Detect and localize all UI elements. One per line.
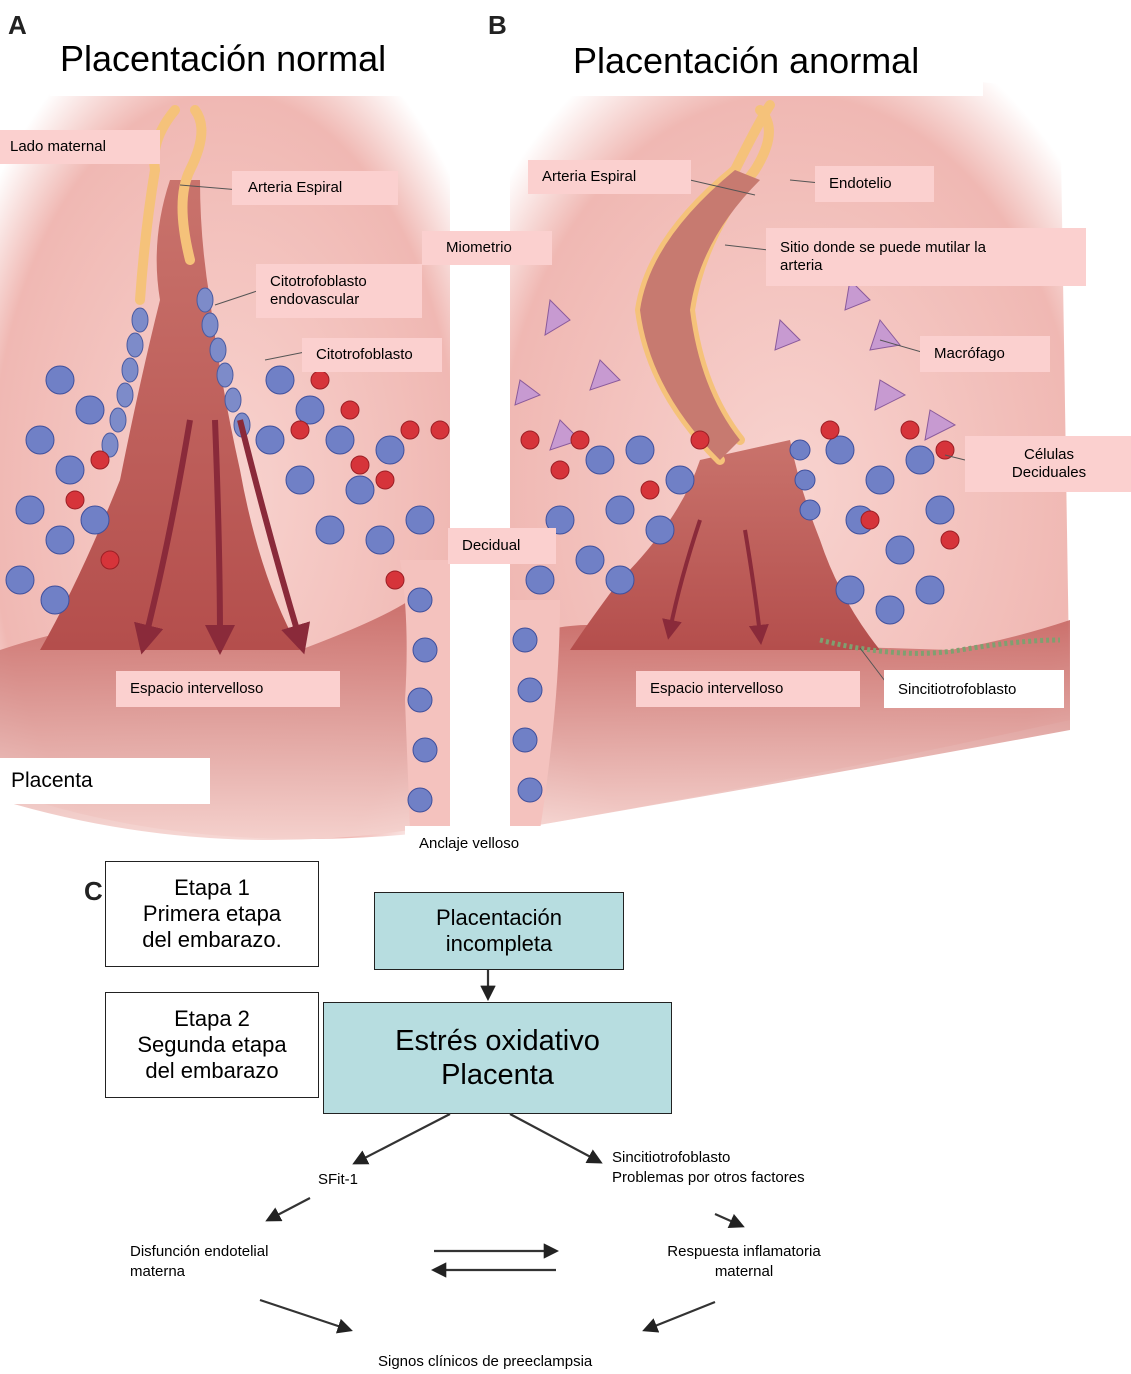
arrow-respuesta-to-signos [645,1302,715,1330]
label-anclaje-velloso: Anclaje velloso [405,826,593,860]
label-macrofago: Macrófago [920,336,1050,372]
label-placenta: Placenta [0,758,210,804]
label-citotrofoblasto: Citotrofoblasto [302,338,442,372]
label-citotrofoblasto-endovascular: Citotrofoblasto endovascular [256,264,422,318]
etapa-1-box: Etapa 1 Primera etapa del embarazo. [105,861,319,967]
label-celulas-deciduales: Células Deciduales [965,436,1131,492]
placentation-illustration [0,0,1131,860]
panel-b-letter: B [488,10,507,41]
arrow-disfuncion-to-signos [260,1300,350,1330]
label-arteria-espiral-a: Arteria Espiral [232,171,398,205]
arrow-estres-to-sincitio [510,1114,600,1162]
panel-c-letter: C [84,876,103,907]
label-sitio-mutilar: Sitio donde se puede mutilar la arteria [766,228,1086,286]
panel-b-title: Placentación anormal [563,36,983,96]
label-miometrio: Miometrio [422,231,552,265]
panel-a-letter: A [8,10,27,41]
flow-arrows [0,960,1131,1374]
arrow-sincitio-to-respuesta [715,1214,742,1226]
label-lado-maternal: Lado maternal [0,130,160,164]
placentacion-incompleta-box: Placentación incompleta [374,892,624,970]
label-endotelio: Endotelio [815,166,934,202]
label-sincitiotrofoblasto: Sincitiotrofoblasto [884,670,1064,708]
label-espacio-intervelloso-b: Espacio intervelloso [636,671,860,707]
label-decidual: Decidual [448,528,556,564]
arrow-estres-to-sfit1 [355,1114,450,1163]
label-arteria-espiral-b: Arteria Espiral [528,160,691,194]
arrow-sfit1-to-disfuncion [268,1198,310,1220]
panel-a-title: Placentación normal [50,34,456,96]
label-espacio-intervelloso-a: Espacio intervelloso [116,671,340,707]
